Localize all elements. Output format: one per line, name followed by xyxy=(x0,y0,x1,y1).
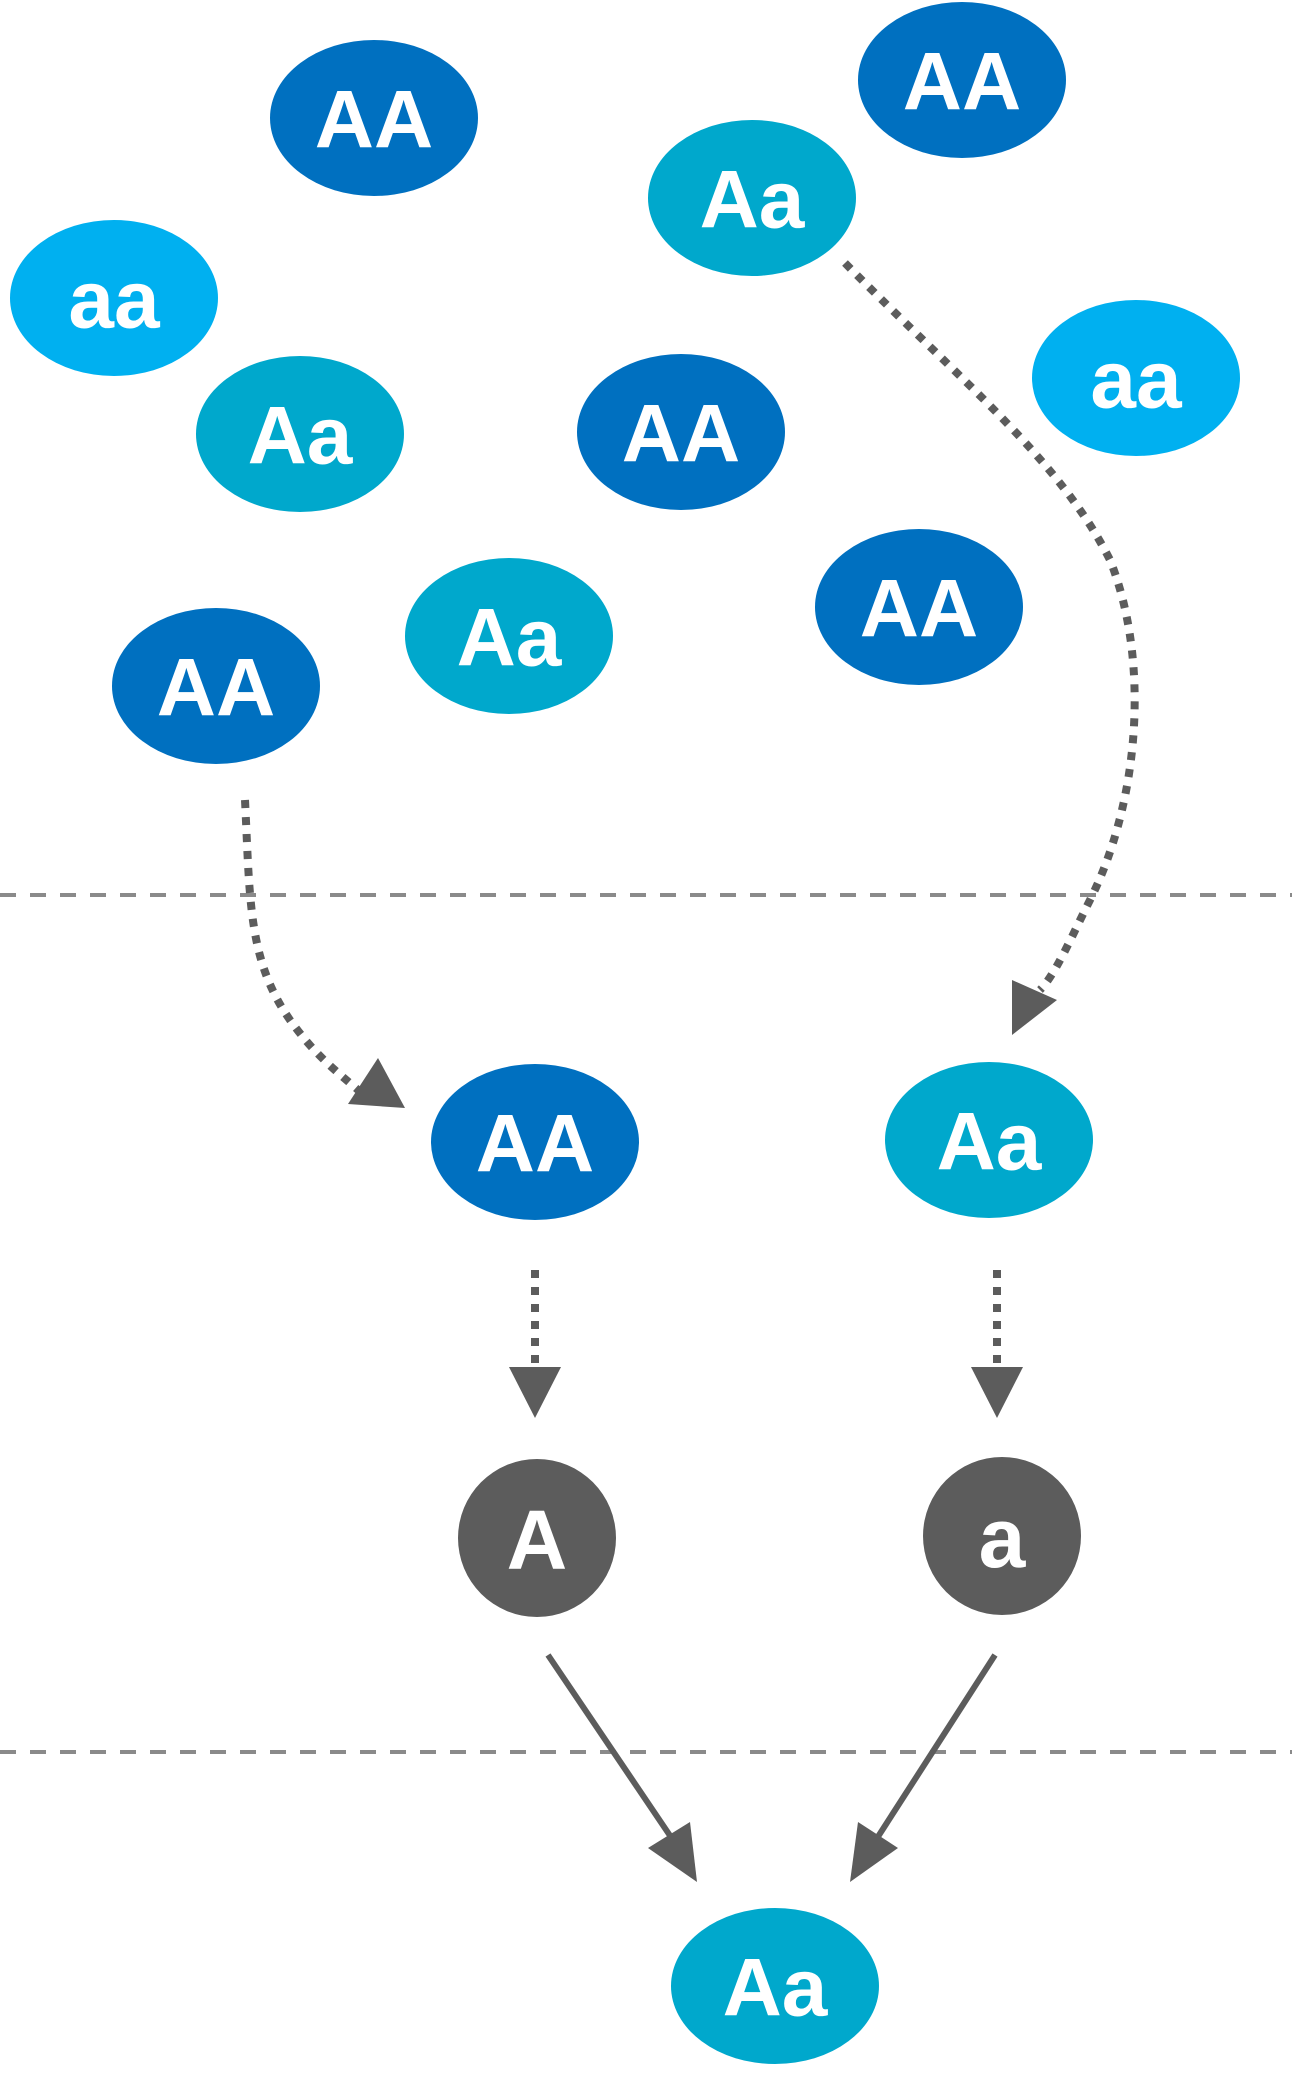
population-individual-5-label: Aa xyxy=(248,391,354,482)
population-individual-2-label: AA xyxy=(903,37,1021,128)
population-individual-3-label: Aa xyxy=(700,155,806,246)
offspring: Aa xyxy=(671,1908,879,2064)
gamete-1-shape xyxy=(458,1459,616,1617)
gamete-1: A xyxy=(458,1459,616,1617)
population-individual-9-shape xyxy=(405,558,613,714)
gamete-arrowhead-left xyxy=(509,1367,561,1418)
selection-arrow-right xyxy=(842,260,1139,993)
population-individual-3: Aa xyxy=(648,120,856,276)
gamete-2: a xyxy=(923,1457,1081,1615)
gamete-arrowhead-right xyxy=(971,1367,1023,1418)
population-individual-8: AA xyxy=(815,529,1023,685)
population-individual-1: AA xyxy=(270,40,478,196)
population-individual-6-shape xyxy=(577,354,785,510)
offspring: Aa xyxy=(671,1908,879,2064)
population-individual-9: Aa xyxy=(405,558,613,714)
population-individual-10-shape xyxy=(112,608,320,764)
selection-arrowhead-left xyxy=(348,1058,405,1108)
population-individual-1-shape xyxy=(270,40,478,196)
population-individual-5: Aa xyxy=(196,356,404,512)
population-individual-1-label: AA xyxy=(315,75,433,166)
population-individual-8-label: AA xyxy=(860,564,978,655)
gamete-2-shape xyxy=(923,1457,1081,1615)
fertilization-arrowhead-left xyxy=(648,1822,697,1882)
population-individual-4: aa xyxy=(10,220,218,376)
population-individual-10-label: AA xyxy=(157,643,275,734)
parent-2-shape xyxy=(885,1062,1093,1218)
offspring-shape xyxy=(671,1908,879,2064)
gamete-2-label: a xyxy=(979,1491,1027,1585)
population-individual-8-shape xyxy=(815,529,1023,685)
parent-1-label: AA xyxy=(476,1099,594,1190)
fertilization-arrow-right xyxy=(869,1653,998,1848)
parent-1: AA xyxy=(431,1064,639,1220)
population-individual-4-shape xyxy=(10,220,218,376)
population-individual-2: AA xyxy=(858,2,1066,158)
population-individual-7-label: aa xyxy=(1090,335,1183,426)
population-individual-4-label: aa xyxy=(68,255,161,346)
population-individual-10: AA xyxy=(112,608,320,764)
population-individual-6-label: AA xyxy=(622,389,740,480)
fertilization-arrow-left xyxy=(545,1653,680,1848)
selection-arrowhead-right xyxy=(1012,980,1057,1035)
parents: AA Aa xyxy=(431,1062,1093,1220)
parent-2: Aa xyxy=(885,1062,1093,1218)
population-individual-6: AA xyxy=(577,354,785,510)
gamete-1-label: A xyxy=(507,1493,568,1587)
population-individual-3-shape xyxy=(648,120,856,276)
parent-2-label: Aa xyxy=(937,1097,1043,1188)
fertilization-arrowhead-right xyxy=(850,1822,898,1882)
population-individual-2-shape xyxy=(858,2,1066,158)
population-individual-7: aa xyxy=(1032,300,1240,456)
parent-1-shape xyxy=(431,1064,639,1220)
offspring-label: Aa xyxy=(723,1943,829,2034)
population-individual-5-shape xyxy=(196,356,404,512)
population-individual-7-shape xyxy=(1032,300,1240,456)
selection-arrow-left xyxy=(241,799,361,1094)
population-individual-9-label: Aa xyxy=(457,593,563,684)
